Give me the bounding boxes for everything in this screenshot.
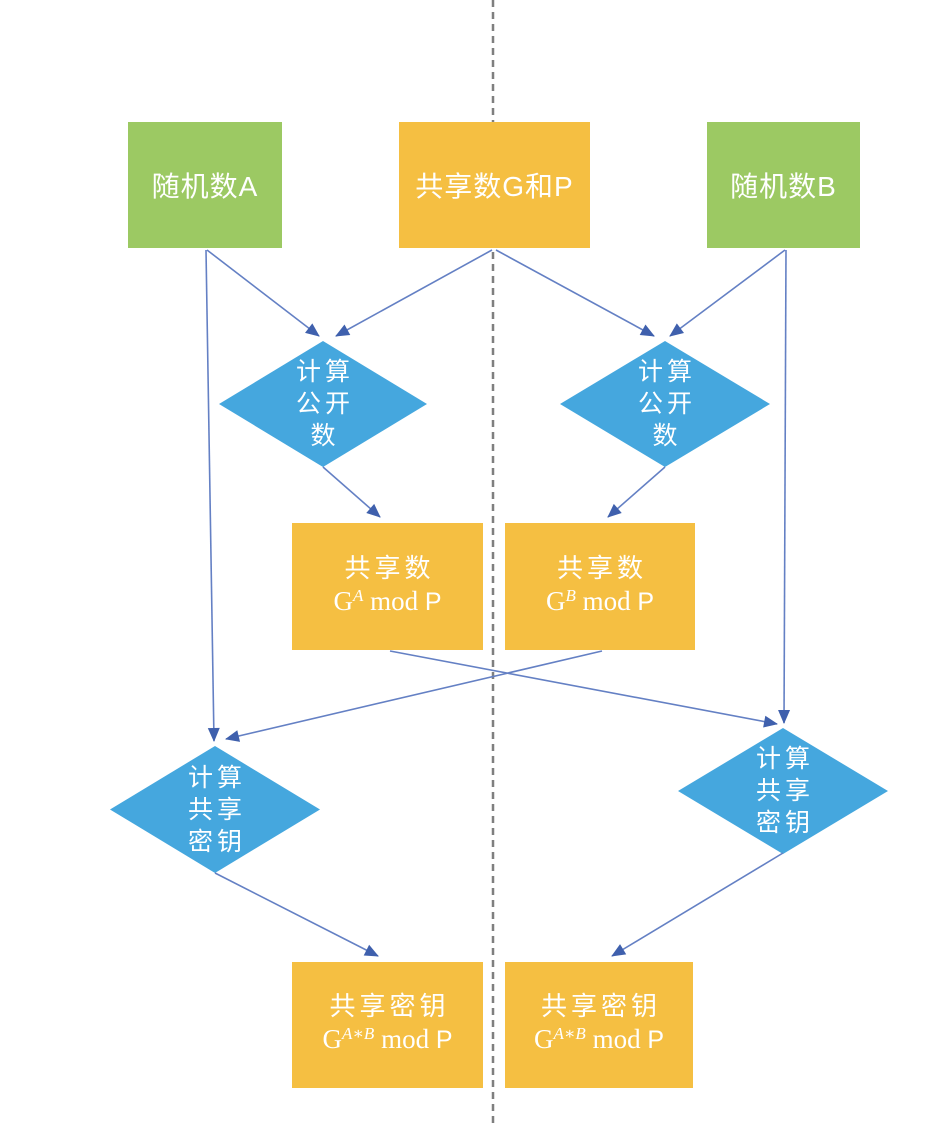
formula-mod: mod [585,1024,648,1054]
shared-number-gb-title: 共享数 [556,552,647,583]
calc-key-a-line1: 计算 [187,763,246,792]
formula-base: G [333,585,353,616]
final-key-b-title: 共享密钥 [540,991,661,1021]
final-key-a-formula: GA∗B mod P [322,1022,452,1060]
formula-p: P [424,587,442,616]
calc-public-b-line1: 计算 [637,358,696,386]
final-key-b-formula: GA∗B mod P [534,1022,664,1060]
formula-base: G [545,585,566,616]
node-random-number-a: 随机数A [128,122,282,248]
shared-number-ga-formula: GA mod P [333,584,441,622]
formula-superscript: A∗B [341,1024,375,1044]
calc-public-a-line1: 计算 [295,358,354,386]
node-final-shared-key-b: 共享密钥 GA∗B mod P [505,962,693,1088]
shared-number-gb-formula: GB mod P [546,584,654,622]
formula-superscript: A [352,585,364,605]
formula-base: G [322,1024,342,1054]
formula-base: G [533,1024,554,1054]
calc-key-a-line3: 密钥 [187,827,246,856]
formula-mod: mod [374,1024,436,1054]
node-shared-number-ga: 共享数 GA mod P [292,523,483,650]
node-random-number-a-label: 随机数A [151,171,259,202]
formula-superscript: A∗B [553,1024,586,1044]
calc-key-a-line2: 共享 [187,795,246,824]
calc-public-b-line3: 数 [652,422,682,450]
calc-public-b-line2: 公开 [637,390,696,418]
calc-public-a-line3: 数 [310,422,340,450]
node-random-number-b: 随机数B [707,122,860,248]
node-shared-g-and-p-label: 共享数G和P [415,171,574,202]
calc-public-a-line2: 公开 [295,390,354,418]
calc-key-b-line2: 共享 [755,777,814,805]
formula-superscript: B [565,585,576,605]
formula-mod: mod [575,585,638,616]
final-key-a-title: 共享密钥 [329,991,450,1021]
formula-p: P [435,1026,453,1054]
calc-key-b-line3: 密钥 [755,809,814,837]
formula-mod: mod [363,585,425,616]
formula-p: P [647,1026,665,1054]
node-shared-number-gb: 共享数 GB mod P [505,523,695,650]
shared-number-ga-title: 共享数 [344,552,435,583]
calc-key-b-line1: 计算 [755,745,814,773]
formula-p: P [637,587,655,616]
node-shared-g-and-p: 共享数G和P [399,122,590,248]
node-random-number-b-label: 随机数B [730,171,837,202]
node-final-shared-key-a: 共享密钥 GA∗B mod P [292,962,483,1088]
